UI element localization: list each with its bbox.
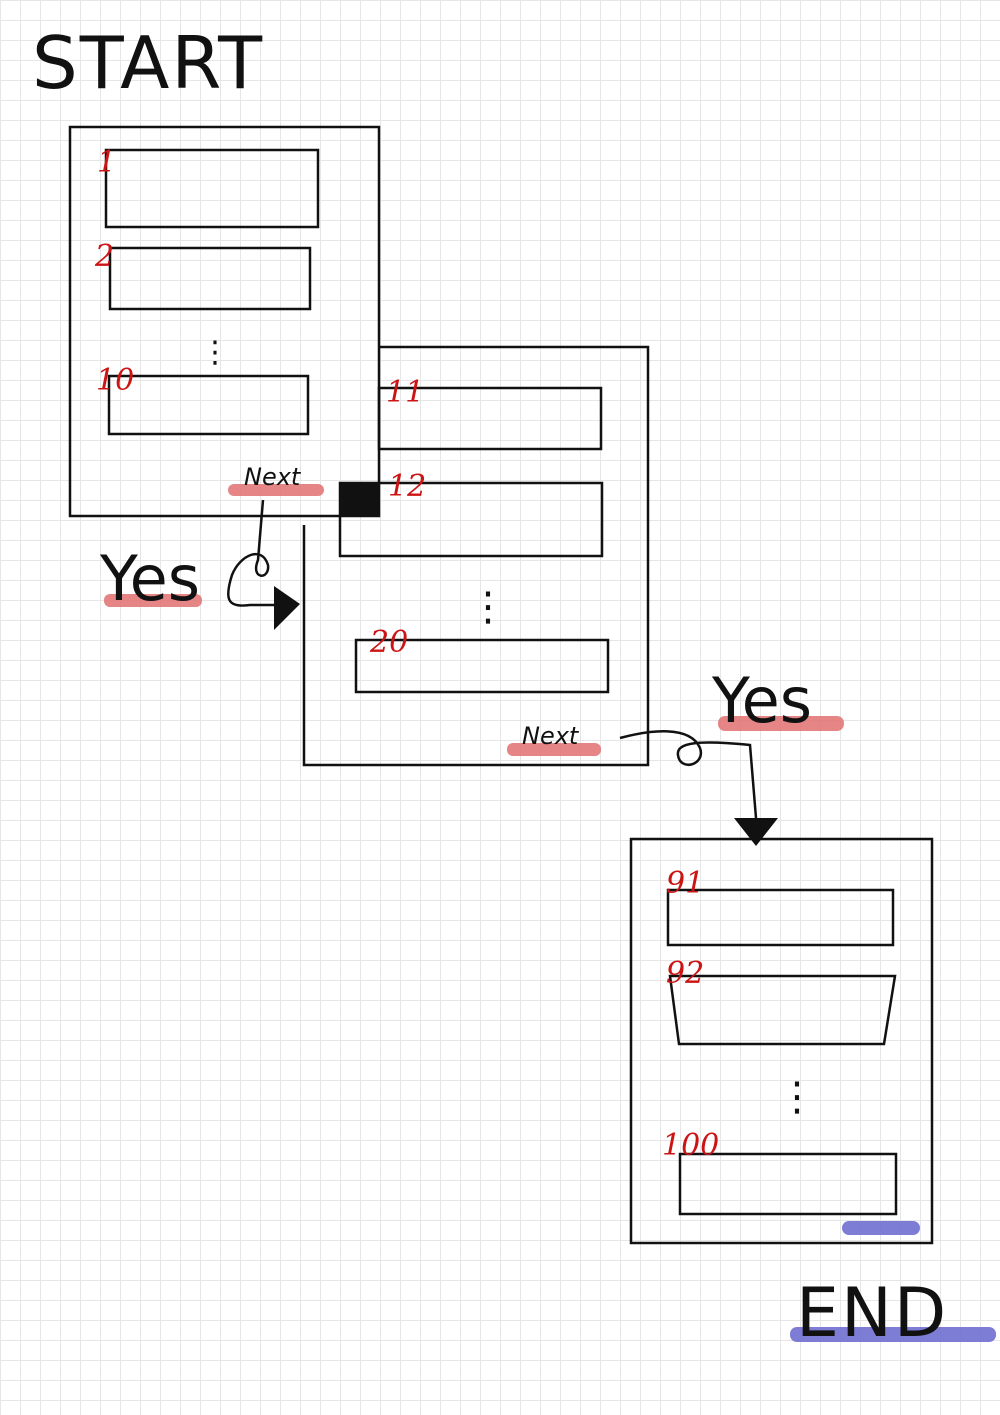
end-highlight <box>790 1327 996 1342</box>
page-3-frame <box>629 837 934 1245</box>
page-2-item-number: 11 <box>386 375 424 410</box>
branch-2-label: Yes <box>711 664 812 737</box>
page-3-slot-2 <box>668 974 897 1046</box>
page-2-slot-2 <box>338 481 604 558</box>
page-3-item-number: 91 <box>666 866 704 901</box>
arrow-head-icon <box>734 818 778 846</box>
page-3: 91 92 100 ⋮ <box>629 837 934 1245</box>
page-1-ellipsis: ⋮ <box>200 335 230 370</box>
next-highlight <box>507 743 601 756</box>
branch-1-label: Yes <box>99 542 200 615</box>
start-label: START <box>32 21 264 105</box>
yes-highlight <box>718 716 844 731</box>
page-2-frame <box>302 345 650 767</box>
page-2-next-label: Next <box>522 722 580 750</box>
page-3-ellipsis: ⋮ <box>777 1074 817 1120</box>
page-2-slot-3 <box>354 638 610 694</box>
page-3-slot-1 <box>666 888 895 947</box>
connector-2 <box>619 730 778 846</box>
page-2-ellipsis: ⋮ <box>468 584 508 630</box>
page-1-slot-2 <box>108 246 312 311</box>
yes-highlight <box>104 594 202 607</box>
page-1: 1 2 10 ⋮ Next <box>68 125 381 518</box>
page-1-frame <box>68 125 381 518</box>
connector-1 <box>227 499 300 630</box>
page-3-item-number: 92 <box>666 956 704 991</box>
page-2-slot-1 <box>377 386 603 451</box>
page-3-slot-3 <box>678 1152 898 1216</box>
page-1-next-label: Next <box>244 463 302 491</box>
page-2-item-number: 20 <box>369 625 408 660</box>
page-1-slot-3 <box>107 374 310 436</box>
page-1-item-number: 2 <box>94 239 114 274</box>
hatch-corner <box>340 483 378 515</box>
page-3-item-number: 100 <box>662 1128 719 1163</box>
next-highlight <box>228 484 324 496</box>
page-1-item-number: 1 <box>97 145 116 180</box>
end-label: END <box>796 1274 948 1353</box>
page-2-item-number: 12 <box>388 469 426 504</box>
page-1-item-number: 10 <box>96 363 134 398</box>
end-highlight <box>842 1221 920 1235</box>
arrow-head-icon <box>274 586 300 630</box>
page-2: 11 12 20 ⋮ Next <box>302 345 650 767</box>
page-1-slot-1 <box>104 148 320 229</box>
